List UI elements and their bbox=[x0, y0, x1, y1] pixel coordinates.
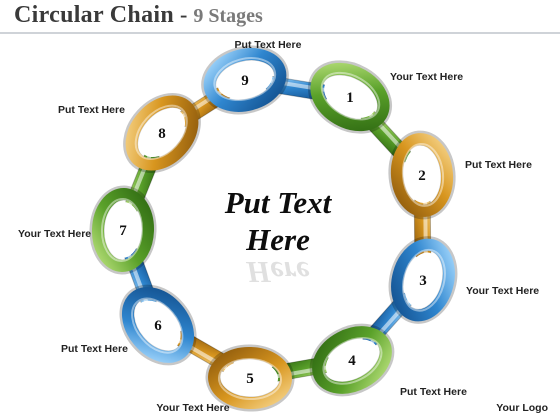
chain-link-8 bbox=[123, 92, 201, 174]
title-stages: 9 Stages bbox=[193, 5, 263, 27]
chain-link-1 bbox=[307, 60, 393, 134]
stage-label-4: Put Text Here bbox=[400, 386, 467, 398]
link-number-7: 7 bbox=[119, 223, 127, 239]
center-text-line1: Put Text bbox=[224, 185, 333, 220]
link-number-6: 6 bbox=[154, 318, 162, 334]
chain-link-7 bbox=[89, 185, 157, 275]
center-text-reflection: Here bbox=[245, 255, 310, 290]
stage-label-9: Put Text Here bbox=[235, 39, 302, 51]
page-title: Circular Chain bbox=[14, 2, 175, 28]
link-number-2: 2 bbox=[418, 168, 426, 184]
stage-label-1: Your Text Here bbox=[390, 71, 463, 83]
title-separator: - bbox=[180, 2, 188, 27]
chain-link-6 bbox=[119, 284, 197, 366]
link-number-9: 9 bbox=[241, 73, 249, 89]
stage-label-5: Your Text Here bbox=[156, 402, 229, 414]
link-number-1: 1 bbox=[346, 90, 354, 106]
stage-label-7: Your Text Here bbox=[18, 228, 91, 240]
stage-label-8: Put Text Here bbox=[58, 104, 125, 116]
chain-link-2 bbox=[388, 130, 456, 220]
chain-link-3 bbox=[388, 236, 458, 324]
stage-label-3: Your Text Here bbox=[466, 285, 539, 297]
links-layer: 1 2 3 4 5 6 7 8 9 bbox=[89, 45, 458, 412]
title-bar: Circular Chain - 9 Stages bbox=[14, 2, 263, 34]
link-number-5: 5 bbox=[246, 371, 254, 387]
link-number-3: 3 bbox=[419, 273, 427, 289]
header-divider bbox=[0, 32, 560, 34]
center-text-line2: Here bbox=[245, 222, 310, 257]
logo-placeholder: Your Logo bbox=[496, 402, 548, 414]
link-number-4: 4 bbox=[348, 353, 356, 369]
link-number-8: 8 bbox=[158, 126, 166, 142]
center-text: Put Text Here Here bbox=[224, 185, 333, 290]
stage-label-2: Put Text Here bbox=[465, 159, 532, 171]
chain-link-5 bbox=[205, 344, 295, 412]
stage-label-6: Put Text Here bbox=[61, 343, 128, 355]
